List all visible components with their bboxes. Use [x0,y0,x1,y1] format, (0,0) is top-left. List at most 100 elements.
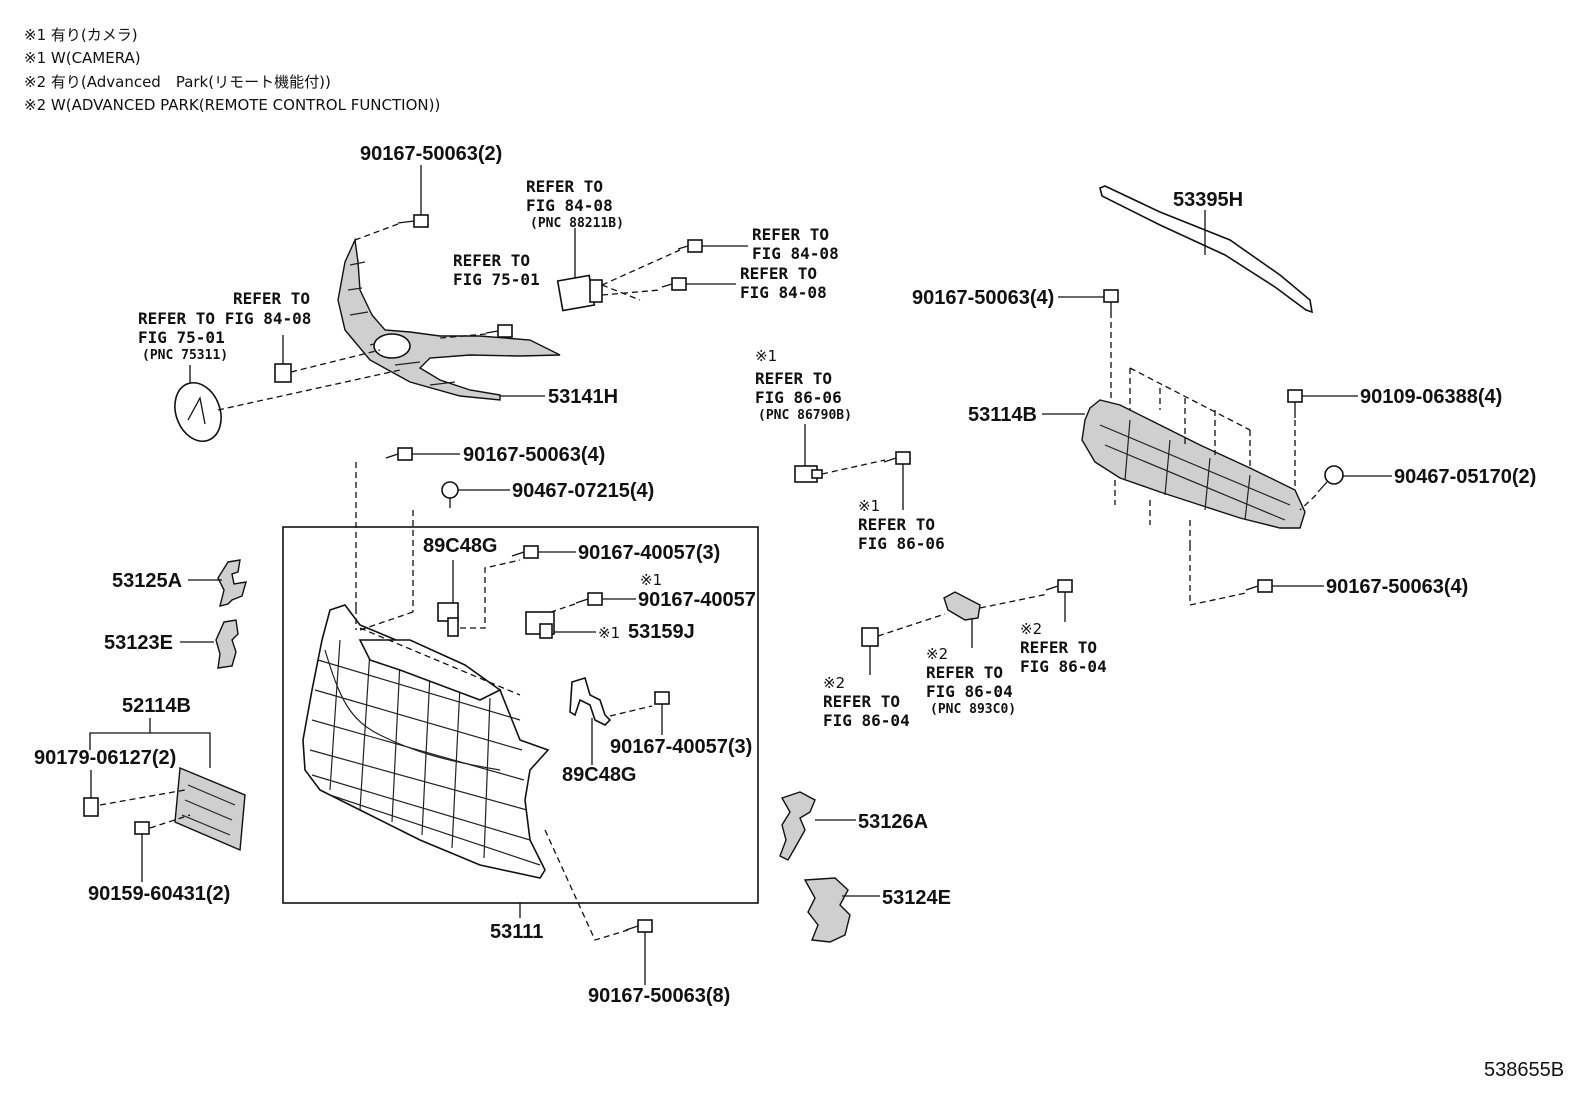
label-90467-05170-2: 90467-05170(2) [1394,466,1536,488]
label-90179-06127-2: 90179-06127(2) [34,747,176,769]
label-90167-40057: 90167-40057 [638,589,756,611]
refer-label: REFER TO [752,225,829,244]
refer-label: REFER TO [526,177,603,196]
bolt-icon [397,214,429,228]
notes-block: ※1 有り(カメラ) ※1 W(CAMERA) ※2 有り(Advanced P… [24,26,440,114]
refer-label: FIG 86-04 [1020,657,1107,676]
clip-icon [83,797,99,817]
refer-label: REFER TO [233,289,310,308]
grille-53111-drawing [302,604,550,879]
bolt-icon [625,919,653,933]
bolt-icon [654,691,670,735]
label-90167-50063-8: 90167-50063(8) [588,985,730,1007]
label-53159j: 53159J [628,621,695,643]
bolt-icon [511,545,539,559]
note-line-1: ※1 有り(カメラ) [24,26,138,44]
refer-label: REFER TO [740,264,817,283]
note-line-4: ※2 W(ADVANCED PARK(REMOTE CONTROL FUNCTI… [24,96,440,114]
refer-label: REFER TO FIG 84-08 [138,309,311,328]
label-52114b: 52114B [122,695,191,717]
refer-label: FIG 75-01 [453,270,540,289]
emblem-53126a-drawing [779,791,816,861]
bolt-icon [485,324,513,338]
camera-icon [525,611,555,639]
label-89c48g-top: 89C48G [423,535,498,557]
label-90167-50063-4-bottom: 90167-50063(4) [1326,576,1468,598]
seal-53395h-drawing [1099,185,1314,314]
label-53126a: 53126A [858,811,928,833]
refer-label: FIG 84-08 [526,196,613,215]
label-90159-60431-2: 90159-60431(2) [88,883,230,905]
label-53125a: 53125A [112,570,182,592]
refer-label: REFER TO [858,515,935,534]
mark-label: ※1 [755,347,777,365]
label-53124e: 53124E [882,887,951,909]
label-90167-50063-4-top: 90167-50063(4) [912,287,1054,309]
refer-label: FIG 86-04 [926,682,1013,701]
sensor-icon [437,602,459,637]
label-90109-06388-4: 90109-06388(4) [1360,386,1502,408]
pnc-label: (PNC 893C0) [930,702,1016,717]
sensor-bracket-icon [569,676,612,726]
note-line-3: ※2 有り(Advanced Park(リモート機能付)) [24,73,331,91]
refer-label: FIG 75-01 [138,328,225,347]
camera-icon [556,274,603,312]
mark-label: ※2 [1020,620,1042,638]
emblem-53123e-drawing [215,619,239,669]
bolt-icon [1317,465,1344,493]
refer-label: FIG 84-08 [740,283,827,302]
label-53395h: 53395H [1173,189,1243,211]
emblem-53124e-drawing [803,877,851,943]
refer-label: REFER TO [755,369,832,388]
refer-label: FIG 84-08 [752,244,839,263]
label-90467-07215-4: 90467-07215(4) [512,480,654,502]
label-89c48g-bottom: 89C48G [562,764,637,786]
label-90167-50063-2: 90167-50063(2) [360,143,502,165]
label-53141h: 53141H [548,386,618,408]
mark-label: ※2 [926,645,948,663]
bolt-icon [1045,579,1073,593]
clip-icon [861,627,879,647]
license-bracket-drawing [174,766,246,852]
figure-number: 538655B [1484,1059,1564,1081]
refer-label: REFER TO [823,692,900,711]
refer-label: REFER TO [926,663,1003,682]
sensor-icon [943,591,981,621]
refer-label: REFER TO [1020,638,1097,657]
pnc-label: (PNC 86790B) [758,408,852,423]
label-53123e: 53123E [104,632,173,654]
bolt-icon [883,451,911,465]
bolt-icon [134,821,150,835]
bolt-icon [385,447,413,461]
clip-icon [274,363,292,383]
mark-label: ※2 [823,674,845,692]
bracket-53114b-drawing [1081,399,1306,529]
bolt-icon [1287,389,1303,418]
emblem-icon [174,382,222,442]
bolt-icon [575,592,603,606]
bolt-icon [661,277,687,291]
pnc-label: (PNC 75311) [142,348,228,363]
mark-label: ※1 [858,497,880,515]
pnc-label: (PNC 88211B) [530,216,624,231]
refer-label: FIG 86-06 [858,534,945,553]
bolt-icon [1245,579,1273,593]
refer-label: REFER TO [453,251,530,270]
label-53111: 53111 [490,921,543,943]
label-90167-40057-3-top: 90167-40057(3) [578,542,720,564]
mark-label: ※1 [598,624,620,642]
emblem-53125a-drawing [217,559,247,607]
refer-label: FIG 86-04 [823,711,910,730]
sensor-icon [794,465,823,483]
refer-label: FIG 86-06 [755,388,842,407]
bolt-icon [441,481,459,508]
mark-label: ※1 [640,571,662,589]
note-line-2: ※1 W(CAMERA) [24,49,141,67]
bolt-icon [677,239,703,253]
bolt-icon [1103,289,1119,318]
label-90167-50063-4-center: 90167-50063(4) [463,444,605,466]
grille-molding-53141h-drawing [337,237,561,401]
label-53114b: 53114B [968,404,1037,426]
label-90167-40057-3-bottom: 90167-40057(3) [610,736,752,758]
